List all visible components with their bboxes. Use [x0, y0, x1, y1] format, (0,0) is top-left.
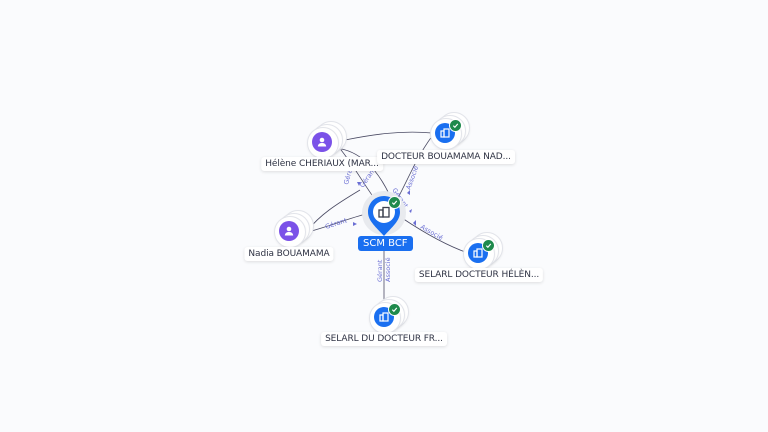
edge-label-associe: Associé — [419, 223, 444, 242]
verified-check-icon — [482, 239, 495, 252]
node-label[interactable]: Hélène CHERIAUX (MAR... — [261, 157, 383, 171]
edge-arrow — [409, 209, 412, 213]
edge-label-gerant: Gérant — [376, 259, 384, 282]
node-label[interactable]: SELARL DOCTEUR HÉLÈN... — [414, 268, 544, 282]
person-icon — [279, 221, 299, 241]
edge-label-associe: Associé — [404, 165, 420, 191]
edge-arrow — [353, 222, 357, 226]
person-icon — [312, 132, 332, 152]
verified-check-icon — [388, 196, 401, 209]
edge-arrow — [357, 182, 361, 186]
center-node[interactable] — [366, 194, 402, 243]
edge-arrow — [407, 190, 410, 195]
edge-selarl-helen-center — [401, 217, 469, 254]
node-label[interactable]: DOCTEUR BOUAMAMA NAD... — [377, 150, 515, 164]
verified-check-icon — [449, 119, 462, 132]
edge-label-gerant: Gérant — [324, 216, 348, 231]
center-node-label[interactable]: SCM BCF — [358, 236, 413, 251]
node-label[interactable]: SELARL DU DOCTEUR FR... — [321, 332, 447, 346]
edge-helene-docteur — [344, 131, 433, 141]
edge-arrow — [413, 220, 416, 226]
verified-check-icon — [388, 303, 401, 316]
edge-label-associe: Associé — [384, 257, 392, 282]
building-icon — [378, 206, 390, 218]
edge-nadia-center — [307, 213, 367, 233]
node-label[interactable]: Nadia BOUAMAMA — [244, 247, 334, 261]
